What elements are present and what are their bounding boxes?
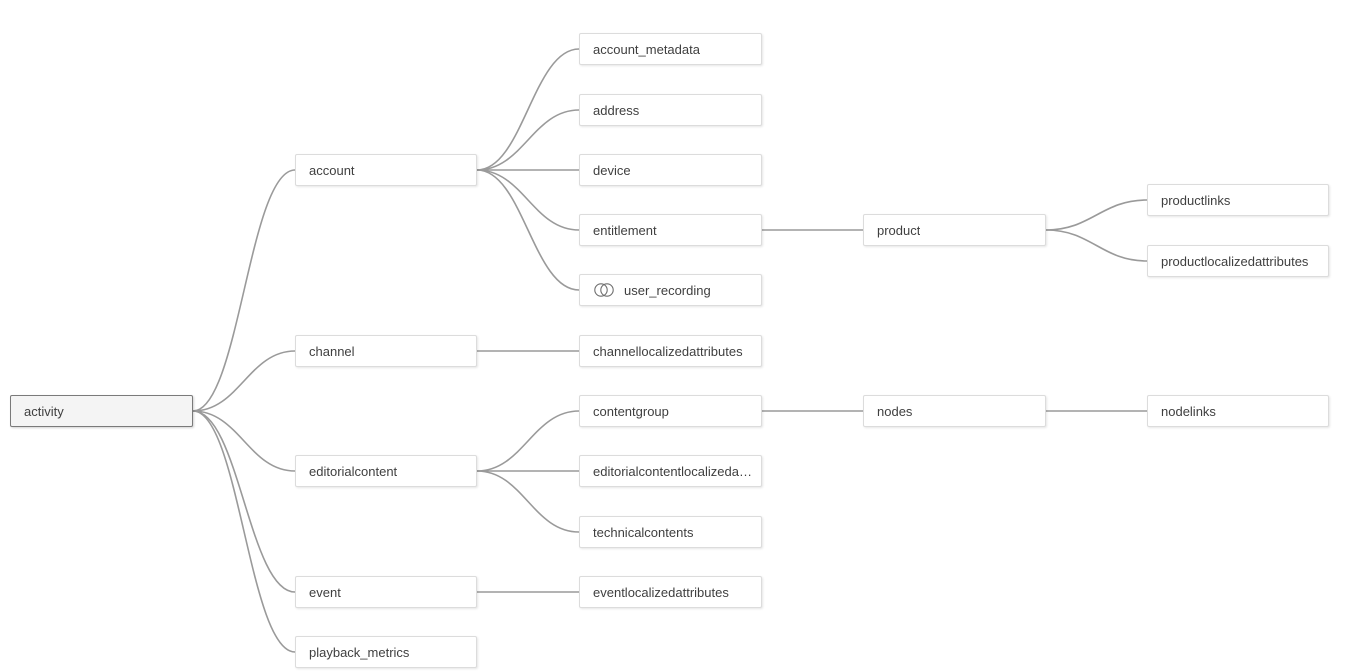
node-label: account_metadata (593, 41, 700, 57)
node-activity[interactable]: activity (10, 395, 193, 427)
node-entitlement[interactable]: entitlement (579, 214, 762, 246)
node-label: event (309, 584, 341, 600)
edge-activity-to-event (192, 410, 296, 593)
node-productlocalizedattributes[interactable]: productlocalizedattributes (1147, 245, 1329, 277)
node-label: product (877, 222, 921, 238)
node-event[interactable]: event (295, 576, 477, 608)
edge-account-to-address (476, 109, 580, 171)
node-label: playback_metrics (309, 644, 410, 660)
node-nodes[interactable]: nodes (863, 395, 1046, 427)
edge-product-to-productlocalizedattributes (1045, 229, 1148, 262)
edge-activity-to-account (192, 169, 296, 412)
node-playback_metrics[interactable]: playback_metrics (295, 636, 477, 668)
node-label: nodes (877, 403, 913, 419)
node-label: productlinks (1161, 192, 1231, 208)
edge-account-to-account_metadata (476, 48, 580, 171)
node-label: address (593, 102, 640, 118)
edge-activity-to-editorialcontent (192, 410, 296, 472)
edge-editorialcontent-to-technicalcontents (476, 470, 580, 533)
node-technicalcontents[interactable]: technicalcontents (579, 516, 762, 548)
node-label: entitlement (593, 222, 657, 238)
node-label: editorialcontentlocalizeda… (593, 463, 752, 479)
node-contentgroup[interactable]: contentgroup (579, 395, 762, 427)
node-label: account (309, 162, 355, 178)
node-label: activity (24, 403, 64, 419)
node-editorialcontentlocalizeda[interactable]: editorialcontentlocalizeda… (579, 455, 762, 487)
node-label: technicalcontents (593, 524, 694, 540)
node-productlinks[interactable]: productlinks (1147, 184, 1329, 216)
node-account_metadata[interactable]: account_metadata (579, 33, 762, 65)
node-label: user_recording (624, 282, 711, 298)
node-address[interactable]: address (579, 94, 762, 126)
node-label: productlocalizedattributes (1161, 253, 1309, 269)
edge-activity-to-channel (192, 350, 296, 412)
node-account[interactable]: account (295, 154, 477, 186)
node-channellocalizedattributes[interactable]: channellocalizedattributes (579, 335, 762, 367)
node-eventlocalizedattributes[interactable]: eventlocalizedattributes (579, 576, 762, 608)
node-nodelinks[interactable]: nodelinks (1147, 395, 1329, 427)
node-device[interactable]: device (579, 154, 762, 186)
node-label: eventlocalizedattributes (593, 584, 729, 600)
node-label: device (593, 162, 631, 178)
node-label: channellocalizedattributes (593, 343, 743, 359)
overlapping-circles-icon (593, 282, 615, 298)
edge-editorialcontent-to-contentgroup (476, 410, 580, 472)
edge-account-to-entitlement (476, 169, 580, 231)
node-label: nodelinks (1161, 403, 1216, 419)
edge-account-to-user_recording (476, 169, 580, 291)
edge-activity-to-playback_metrics (192, 410, 296, 653)
node-editorialcontent[interactable]: editorialcontent (295, 455, 477, 487)
node-label: editorialcontent (309, 463, 398, 479)
node-product[interactable]: product (863, 214, 1046, 246)
edge-product-to-productlinks (1045, 199, 1148, 231)
node-channel[interactable]: channel (295, 335, 477, 367)
node-label: contentgroup (593, 403, 669, 419)
node-label: channel (309, 343, 355, 359)
node-user_recording[interactable]: user_recording (579, 274, 762, 306)
